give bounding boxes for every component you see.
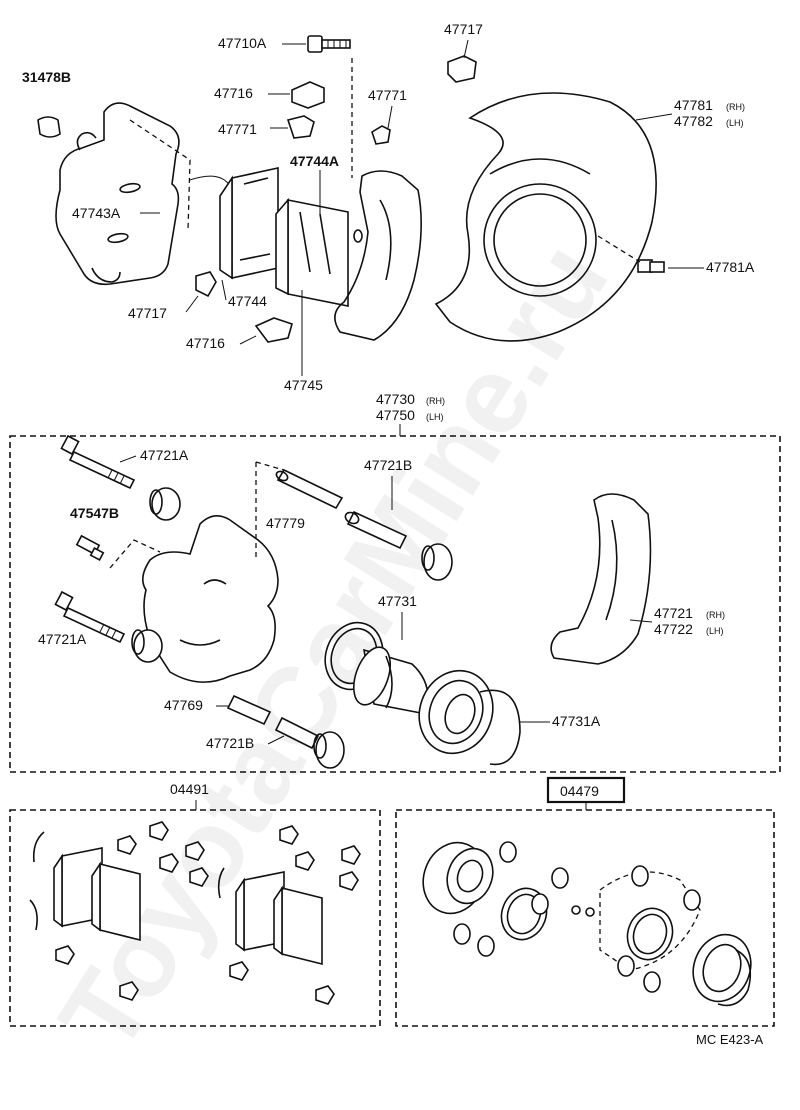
label-47717-top[interactable]: 47717: [444, 21, 483, 37]
boot-top-left: [149, 487, 181, 521]
grommet-31478b: [37, 116, 61, 138]
label-47730[interactable]: 47730: [376, 391, 415, 407]
bolt-47781a: [637, 259, 665, 273]
bolt-47721a-bot: [54, 590, 126, 644]
boot-top-right: [421, 543, 453, 581]
bleeder-47547b: [75, 534, 105, 561]
clip-47771-left: [286, 115, 315, 139]
bolt-47710a: [307, 35, 351, 53]
label-47717-mid[interactable]: 47717: [128, 305, 167, 321]
pad-kit-contents: [29, 821, 361, 1005]
label-47781-rh: (RH): [726, 102, 745, 112]
clip-47716-top: [291, 81, 325, 109]
label-47721[interactable]: 47721: [654, 605, 693, 621]
label-47722-lh: (LH): [706, 626, 724, 636]
pin-47769: [226, 694, 272, 726]
label-47781a[interactable]: 47781A: [706, 259, 755, 275]
label-47721-rh: (RH): [706, 610, 725, 620]
pad-kit-box: [9, 809, 381, 1027]
label-47771-left[interactable]: 47771: [218, 121, 257, 137]
seal-kit-box: [395, 809, 775, 1027]
label-47743a[interactable]: 47743A: [72, 205, 121, 221]
caliper-housing: [334, 170, 422, 341]
label-47721a-top[interactable]: 47721A: [140, 447, 189, 463]
label-31478b[interactable]: 31478B: [22, 69, 71, 85]
label-47744[interactable]: 47744: [228, 293, 267, 309]
boot-mid-left: [131, 629, 163, 663]
label-04479[interactable]: 04479: [560, 783, 599, 799]
mounting-bracket: [550, 493, 652, 665]
label-47745[interactable]: 47745: [284, 377, 323, 393]
caliper-assy-box: [9, 435, 781, 773]
snap-ring: [479, 689, 521, 766]
label-47731a[interactable]: 47731A: [552, 713, 601, 729]
pin-47779: [275, 468, 344, 510]
label-47721a-bot[interactable]: 47721A: [38, 631, 87, 647]
cylinder-body: [142, 515, 279, 683]
label-47722[interactable]: 47722: [654, 621, 693, 637]
label-47716-mid[interactable]: 47716: [186, 335, 225, 351]
piston-boot: [418, 669, 494, 755]
label-47750[interactable]: 47750: [376, 407, 415, 423]
label-47769[interactable]: 47769: [164, 697, 203, 713]
label-47779[interactable]: 47779: [266, 515, 305, 531]
label-47721b-bot[interactable]: 47721B: [206, 735, 254, 751]
label-47781[interactable]: 47781: [674, 97, 713, 113]
label-47547b[interactable]: 47547B: [70, 505, 119, 521]
label-47731[interactable]: 47731: [378, 593, 417, 609]
label-47782[interactable]: 47782: [674, 113, 713, 129]
dust-cover: [434, 92, 657, 342]
label-47730-rh: (RH): [426, 396, 445, 406]
clip-47771-right: [371, 125, 391, 145]
label-47744a[interactable]: 47744A: [290, 153, 339, 169]
label-04491[interactable]: 04491: [170, 781, 209, 797]
label-47716-top[interactable]: 47716: [214, 85, 253, 101]
clip-47717-top: [447, 55, 477, 83]
caliper-bracket: [55, 102, 180, 286]
label-47782-lh: (LH): [726, 118, 744, 128]
brake-pad-inner: [275, 197, 363, 307]
seal-kit-contents: [422, 841, 752, 1007]
label-47750-lh: (LH): [426, 412, 444, 422]
brake-pad-outer: [219, 167, 279, 280]
pin-47721b-top: [344, 510, 408, 550]
label-47710a[interactable]: 47710A: [218, 35, 267, 51]
label-47771-right[interactable]: 47771: [368, 87, 407, 103]
piston: [352, 646, 429, 715]
label-47721b-top[interactable]: 47721B: [364, 457, 412, 473]
reference-code: MC E423-A: [696, 1032, 764, 1047]
bolt-47721a-top: [60, 434, 136, 490]
pin-47721b-bot: [274, 716, 345, 769]
